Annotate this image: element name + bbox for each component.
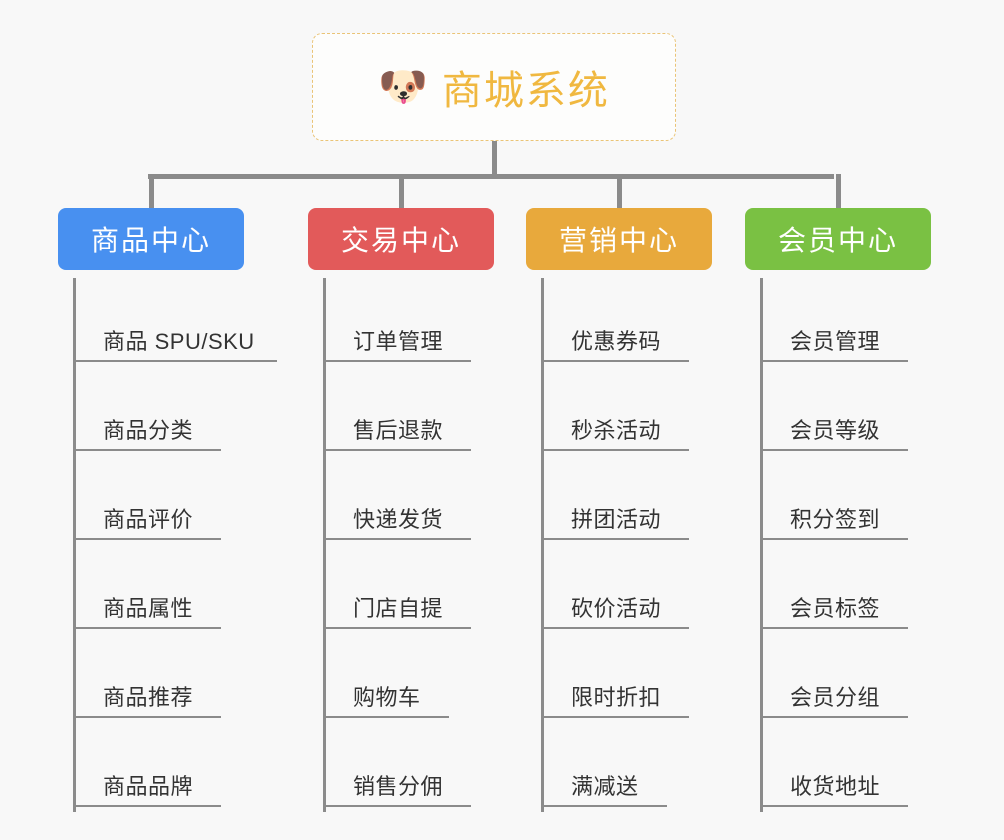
leaf-item-underline: [73, 360, 277, 362]
leaf-item-underline: [541, 449, 689, 451]
leaf-item-underline: [760, 360, 908, 362]
category-label: 营销中心: [558, 225, 679, 256]
leaf-item-underline: [323, 716, 449, 718]
leaf-item-underline: [323, 805, 471, 807]
category-box-member-center[interactable]: 会员中心: [745, 208, 931, 270]
leaf-item-underline: [73, 805, 221, 807]
branch-spine: [323, 278, 326, 812]
leaf-item-label: 门店自提: [353, 596, 444, 621]
leaf-item-label: 商品评价: [103, 507, 194, 532]
leaf-item-underline: [323, 627, 471, 629]
connector-drop-product-center: [149, 174, 154, 208]
leaf-item-label: 商品分类: [103, 418, 194, 443]
branch-spine: [541, 278, 544, 812]
leaf-item-underline: [541, 627, 689, 629]
leaf-item-label: 积分签到: [790, 507, 881, 532]
leaf-item-label: 秒杀活动: [571, 418, 662, 443]
branch-spine: [760, 278, 763, 812]
leaf-item-underline: [760, 805, 908, 807]
connector-root-stem: [492, 141, 497, 177]
leaf-item-underline: [541, 805, 667, 807]
leaf-item-label: 拼团活动: [571, 507, 662, 532]
leaf-item-underline: [323, 449, 471, 451]
leaf-item-label: 会员等级: [790, 418, 881, 443]
leaf-item-underline: [323, 360, 471, 362]
category-box-product-center[interactable]: 商品中心: [58, 208, 244, 270]
leaf-item-label: 订单管理: [353, 329, 444, 354]
root-title: 商城系统: [441, 69, 610, 113]
root-node[interactable]: 🐶 商城系统: [312, 33, 676, 141]
shiba-dog-face-icon: 🐶: [378, 65, 428, 109]
category-box-trade-center[interactable]: 交易中心: [308, 208, 494, 270]
leaf-item-label: 收货地址: [790, 774, 881, 799]
leaf-item-label: 会员分组: [790, 685, 881, 710]
leaf-item-underline: [73, 716, 221, 718]
category-label: 会员中心: [777, 225, 898, 256]
leaf-item-underline: [541, 538, 689, 540]
connector-drop-marketing-center: [617, 174, 622, 208]
leaf-item-label: 商品 SPU/SKU: [103, 329, 255, 354]
category-label: 商品中心: [90, 225, 211, 256]
leaf-item-label: 商品品牌: [103, 774, 194, 799]
category-label: 交易中心: [340, 225, 461, 256]
leaf-item-underline: [760, 538, 908, 540]
leaf-item-underline: [73, 538, 221, 540]
leaf-item-label: 满减送: [571, 774, 639, 799]
connector-horizontal-bus: [148, 174, 834, 179]
leaf-item-label: 商品属性: [103, 596, 194, 621]
leaf-item-label: 购物车: [353, 685, 421, 710]
leaf-item-label: 限时折扣: [571, 685, 662, 710]
leaf-item-label: 快递发货: [353, 507, 444, 532]
leaf-item-underline: [73, 449, 221, 451]
branch-spine: [73, 278, 76, 812]
leaf-item-label: 销售分佣: [353, 774, 444, 799]
leaf-item-label: 会员标签: [790, 596, 881, 621]
leaf-item-label: 优惠券码: [571, 329, 662, 354]
connector-drop-member-center: [836, 174, 841, 208]
leaf-item-label: 会员管理: [790, 329, 881, 354]
leaf-item-label: 商品推荐: [103, 685, 194, 710]
leaf-item-underline: [323, 538, 471, 540]
leaf-item-label: 砍价活动: [571, 596, 662, 621]
leaf-item-underline: [541, 360, 689, 362]
leaf-item-underline: [73, 627, 221, 629]
leaf-item-underline: [541, 716, 689, 718]
leaf-item-underline: [760, 627, 908, 629]
leaf-item-label: 售后退款: [353, 418, 444, 443]
leaf-item-underline: [760, 449, 908, 451]
connector-drop-trade-center: [399, 174, 404, 208]
leaf-item-underline: [760, 716, 908, 718]
category-box-marketing-center[interactable]: 营销中心: [526, 208, 712, 270]
